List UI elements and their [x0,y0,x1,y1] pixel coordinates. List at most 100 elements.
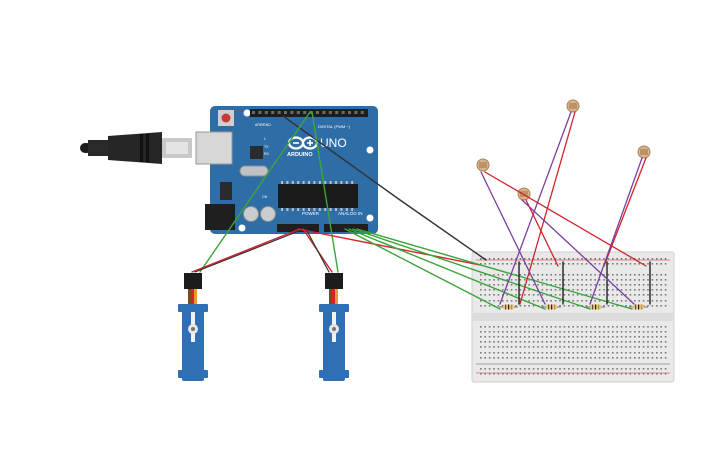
breadboard-hole [581,336,583,338]
breadboard-hole [488,326,491,328]
breadboard-hole [647,274,649,276]
breadboard-hole [493,258,495,260]
breadboard-hole [642,294,645,296]
resistor-3 [586,304,605,310]
breadboard-hole [554,357,557,359]
breadboard-hole [550,373,552,375]
breadboard-hole [541,326,544,328]
breadboard-hole [524,258,526,260]
breadboard-hole [563,352,566,354]
chip-leg [351,181,354,184]
breadboard-hole [532,368,535,370]
ldr-3[interactable] [517,187,531,201]
breadboard-hole [585,326,588,328]
header-pin [303,111,307,114]
breadboard-hole [629,341,632,343]
breadboard-hole [585,263,588,265]
breadboard-hole [506,258,508,260]
breadboard-hole [664,352,667,354]
breadboard-hole [537,294,539,296]
wires[interactable] [191,111,651,310]
breadboard-hole [568,331,570,333]
breadboard-hole [576,300,579,302]
servo-2[interactable] [319,273,349,381]
breadboard-hole [546,331,548,333]
breadboard-hole [660,346,662,348]
ldr-4[interactable] [637,145,651,159]
breadboard-hole [598,279,601,281]
ldr-1[interactable] [566,99,580,113]
breadboard-hole [524,357,526,359]
breadboard-hole [651,326,654,328]
breadboard-hole [484,331,486,333]
servo-1[interactable] [178,273,208,381]
breadboard-hole [515,346,517,348]
resistor-1 [499,304,518,310]
breadboard-hole [554,326,557,328]
breadboard[interactable] [471,251,675,383]
breadboard-hole [546,258,548,260]
breadboard-hole [546,279,548,281]
breadboard-hole [515,305,517,307]
breadboard-hole [576,357,579,359]
breadboard-hole [537,326,539,328]
breadboard-hole [559,357,561,359]
breadboard-hole [563,284,566,286]
breadboard-hole [590,368,592,370]
ldr1-lead-purple [499,111,572,305]
breadboard-hole [664,336,667,338]
breadboard-hole [497,284,500,286]
breadboard-hole [651,331,654,333]
breadboard-hole [515,279,517,281]
breadboard-hole [550,346,552,348]
breadboard-hole [651,341,654,343]
breadboard-hole [598,263,601,265]
breadboard-hole [497,258,500,260]
reset-button-cap [221,113,231,123]
breadboard-hole [625,341,627,343]
breadboard-hole [664,279,667,281]
breadboard-hole [638,331,640,333]
breadboard-hole [480,331,482,333]
breadboard-hole [656,263,658,265]
breadboard-hole [660,331,662,333]
breadboard-hole [510,279,513,281]
analog-header-label: ANALOG IN [338,211,363,216]
breadboard-hole [493,341,495,343]
breadboard-hole [502,373,504,375]
breadboard-hole [515,263,517,265]
breadboard-hole [603,357,605,359]
breadboard-hole [480,368,482,370]
breadboard-hole [572,341,574,343]
breadboard-hole [612,274,614,276]
breadboard-hole [559,373,561,375]
breadboard-hole [497,294,500,296]
ldr-2[interactable] [476,158,490,172]
breadboard-hole [660,294,662,296]
breadboard-hole [598,331,601,333]
header-pin [335,111,339,114]
arduino-uno-board[interactable]: ARDUINO UNO DIGITAL (PWM ~) POWER ANALOG… [195,106,378,234]
breadboard-hole [620,258,623,260]
breadboard-hole [488,263,491,265]
breadboard-hole [629,279,632,281]
breadboard-hole [568,341,570,343]
chip-leg [345,208,348,211]
breadboard-hole [642,284,645,286]
breadboard-hole [616,294,618,296]
breadboard-hole [524,346,526,348]
breadboard-hole [506,326,508,328]
breadboard-hole [550,289,552,291]
breadboard-hole [484,373,486,375]
breadboard-hole [524,305,526,307]
breadboard-hole [537,263,539,265]
breadboard-hole [620,336,623,338]
power-header [277,224,319,232]
breadboard-hole [510,352,513,354]
breadboard-hole [616,258,618,260]
usb-cable[interactable] [80,132,192,164]
breadboard-hole [506,373,508,375]
breadboard-hole [524,341,526,343]
breadboard-hole [594,352,596,354]
breadboard-hole [559,305,561,307]
